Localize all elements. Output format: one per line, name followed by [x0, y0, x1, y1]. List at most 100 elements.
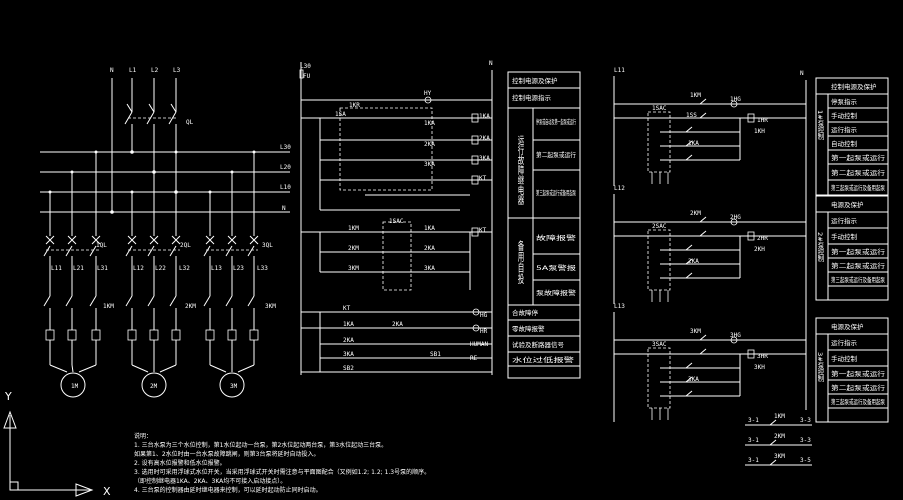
pump3-kh: 3KH [754, 364, 765, 371]
phase-label-l33: L33 [257, 265, 268, 272]
rt1-row-6: 第二起泵或运行 [831, 168, 886, 177]
contactor-1km: 1KM [103, 303, 114, 310]
pump-function-table: 控制电源及保护 停泵指示 手动控制 运行指示 自动控制 第一起泵或运行 第二起泵… [815, 77, 889, 423]
pump2-ka: 2KA [688, 258, 699, 265]
phase-label-l11: L11 [51, 265, 62, 272]
lamp-hy: HY [424, 90, 432, 97]
bus-label-l30: L30 [280, 144, 291, 151]
pump3-hr: 3HR [757, 353, 768, 360]
ft-row-7: 泵故障报警 [536, 288, 577, 297]
notes-line-5: （即控制继电器1KA、2KA、3KA均不可接入启动接点）。 [134, 478, 287, 485]
notes-line-6: 4. 三台泵的控制器由延时继电器来控制，可以延时起动防止同时启动。 [134, 487, 322, 494]
pump3-km: 3KM [690, 328, 701, 335]
rt3-row-5: 第三起泵或运行及备用起泵 [831, 397, 885, 406]
ft-row-11: 试验及断路器信号 [512, 340, 565, 349]
pump1-km: 1KM [690, 92, 701, 99]
motor-2m: 2M [150, 383, 158, 390]
label-1ka-c: 1KA [343, 321, 354, 328]
ft-row-0: 控制电源及保护 [512, 76, 558, 85]
legend-0-left: 3-1 [748, 417, 759, 424]
motor-branch-1 [43, 152, 101, 398]
pump-sac-3: 3SAC [652, 341, 667, 348]
pump-right-n: N [800, 70, 804, 77]
rt2-row-4: 第二起泵或运行 [831, 261, 886, 270]
label-sb1: SB1 [430, 351, 441, 358]
bus-label-l10: L10 [280, 184, 291, 191]
rt1-group: 1#泵控制 [816, 110, 824, 141]
motor-branch-2 [125, 152, 181, 398]
supply-label-l3: L3 [173, 67, 181, 74]
motor-symbol-2 [141, 372, 167, 398]
notes-line-3: 2. 设有高水位报警和低水位报警。 [134, 460, 226, 467]
label-3ka-c: 3KA [343, 351, 354, 358]
pump1-ka: 1KA [688, 140, 699, 147]
label-2ka-b: 2KA [424, 245, 435, 252]
unit-breaker-2ql: 2QL [180, 242, 191, 249]
label-1kr: 1KR [349, 102, 360, 109]
contactor-3km: 3KM [265, 303, 276, 310]
pump-unit-3 [613, 312, 806, 422]
control-right-n: N [489, 60, 493, 67]
pump2-kh: 2KH [754, 246, 765, 253]
pump1-hg: 1HG [730, 96, 741, 103]
label-sb2: SB2 [343, 365, 354, 372]
pump2-km: 2KM [690, 210, 701, 217]
ft-row-1: 控制电源指示 [512, 93, 552, 102]
rt3-group: 3#泵控制 [816, 352, 824, 383]
pump1-ss: 1SS [686, 112, 697, 119]
pump2-hg: 2HG [730, 214, 741, 221]
rt1-row-2: 手动控制 [831, 111, 858, 120]
phase-label-l23: L23 [233, 265, 244, 272]
control-circuit: L30 FU N HY 1KR 1SA 1KA 2KA 3KA 1KA 2KA … [299, 60, 493, 375]
label-3km-ctrl: 3KM [348, 265, 359, 272]
ft-row-10: 零故障报警 [512, 324, 545, 333]
coil-1ka: 1KA [479, 113, 490, 120]
pump1-hr: 1HR [757, 117, 768, 124]
label-1sac: 1SAC [389, 218, 404, 225]
ft-row-6: 5A泵警报 [536, 263, 577, 272]
label-4ka: 2KA [392, 321, 403, 328]
rt3-row-0: 电源及保护 [831, 322, 864, 331]
coil-kt-b: KT [479, 227, 487, 234]
breaker-ql-label: QL [186, 119, 194, 126]
motor-symbol-3 [219, 372, 245, 398]
ft-group-0: 运行故障继电器 [516, 135, 524, 207]
rt3-row-1: 运行指示 [831, 338, 858, 347]
ucs-icon: Y X [3, 390, 111, 498]
rt1-row-3: 运行指示 [831, 125, 858, 134]
ucs-y-label: Y [4, 390, 12, 403]
legend-2-left: 3-1 [748, 457, 759, 464]
unit-breaker-3ql: 3QL [262, 242, 273, 249]
label-2ka-a: 2KA [424, 141, 435, 148]
pump-supply-l11: L11 [614, 67, 625, 74]
coil-kt: KT [479, 175, 487, 182]
ft-row-5: 故障报警 [536, 233, 577, 242]
pump3-ka: 3KA [688, 376, 699, 383]
label-3ka-b: 3KA [424, 265, 435, 272]
label-1ka-b: 1KA [424, 225, 435, 232]
label-re: RE [470, 355, 478, 362]
supply-label-l2: L2 [151, 67, 159, 74]
ft-row-3: 第二起泵或运行 [536, 150, 576, 159]
label-1sa: 1SA [335, 111, 346, 118]
rt1-row-4: 自动控制 [831, 139, 858, 148]
ft-group-1: 备用自投 [516, 238, 524, 286]
rt1-row-5: 第一起泵或运行 [831, 153, 886, 162]
ft-row-12: 水位过低报警 [512, 355, 575, 364]
rt2-group: 2#泵控制 [816, 232, 824, 263]
pump-circuits: N L11 L12 L13 1SAC 2SAC 3SAC 1KM 1HG 1HR… [613, 67, 807, 422]
rt2-row-3: 第一起泵或运行 [831, 247, 886, 256]
rt3-row-2: 手动控制 [831, 354, 858, 363]
phase-label-l12: L12 [133, 265, 144, 272]
pump1-kh: 1KH [754, 128, 765, 135]
motor-symbol-1 [60, 372, 86, 398]
legend-0-mid: 1KM [774, 413, 785, 420]
label-2km-ctrl: 2KM [348, 245, 359, 252]
pump-sac-2: 2SAC [652, 223, 667, 230]
main-power-circuit: N L1 L2 L3 QL L30 L20 L10 N [40, 67, 291, 398]
legend-1-mid: 2KM [774, 433, 785, 440]
bus-label-l20: L20 [280, 164, 291, 171]
supply-label-n: N [110, 67, 114, 74]
control-supply-l30: L30 [300, 63, 311, 70]
